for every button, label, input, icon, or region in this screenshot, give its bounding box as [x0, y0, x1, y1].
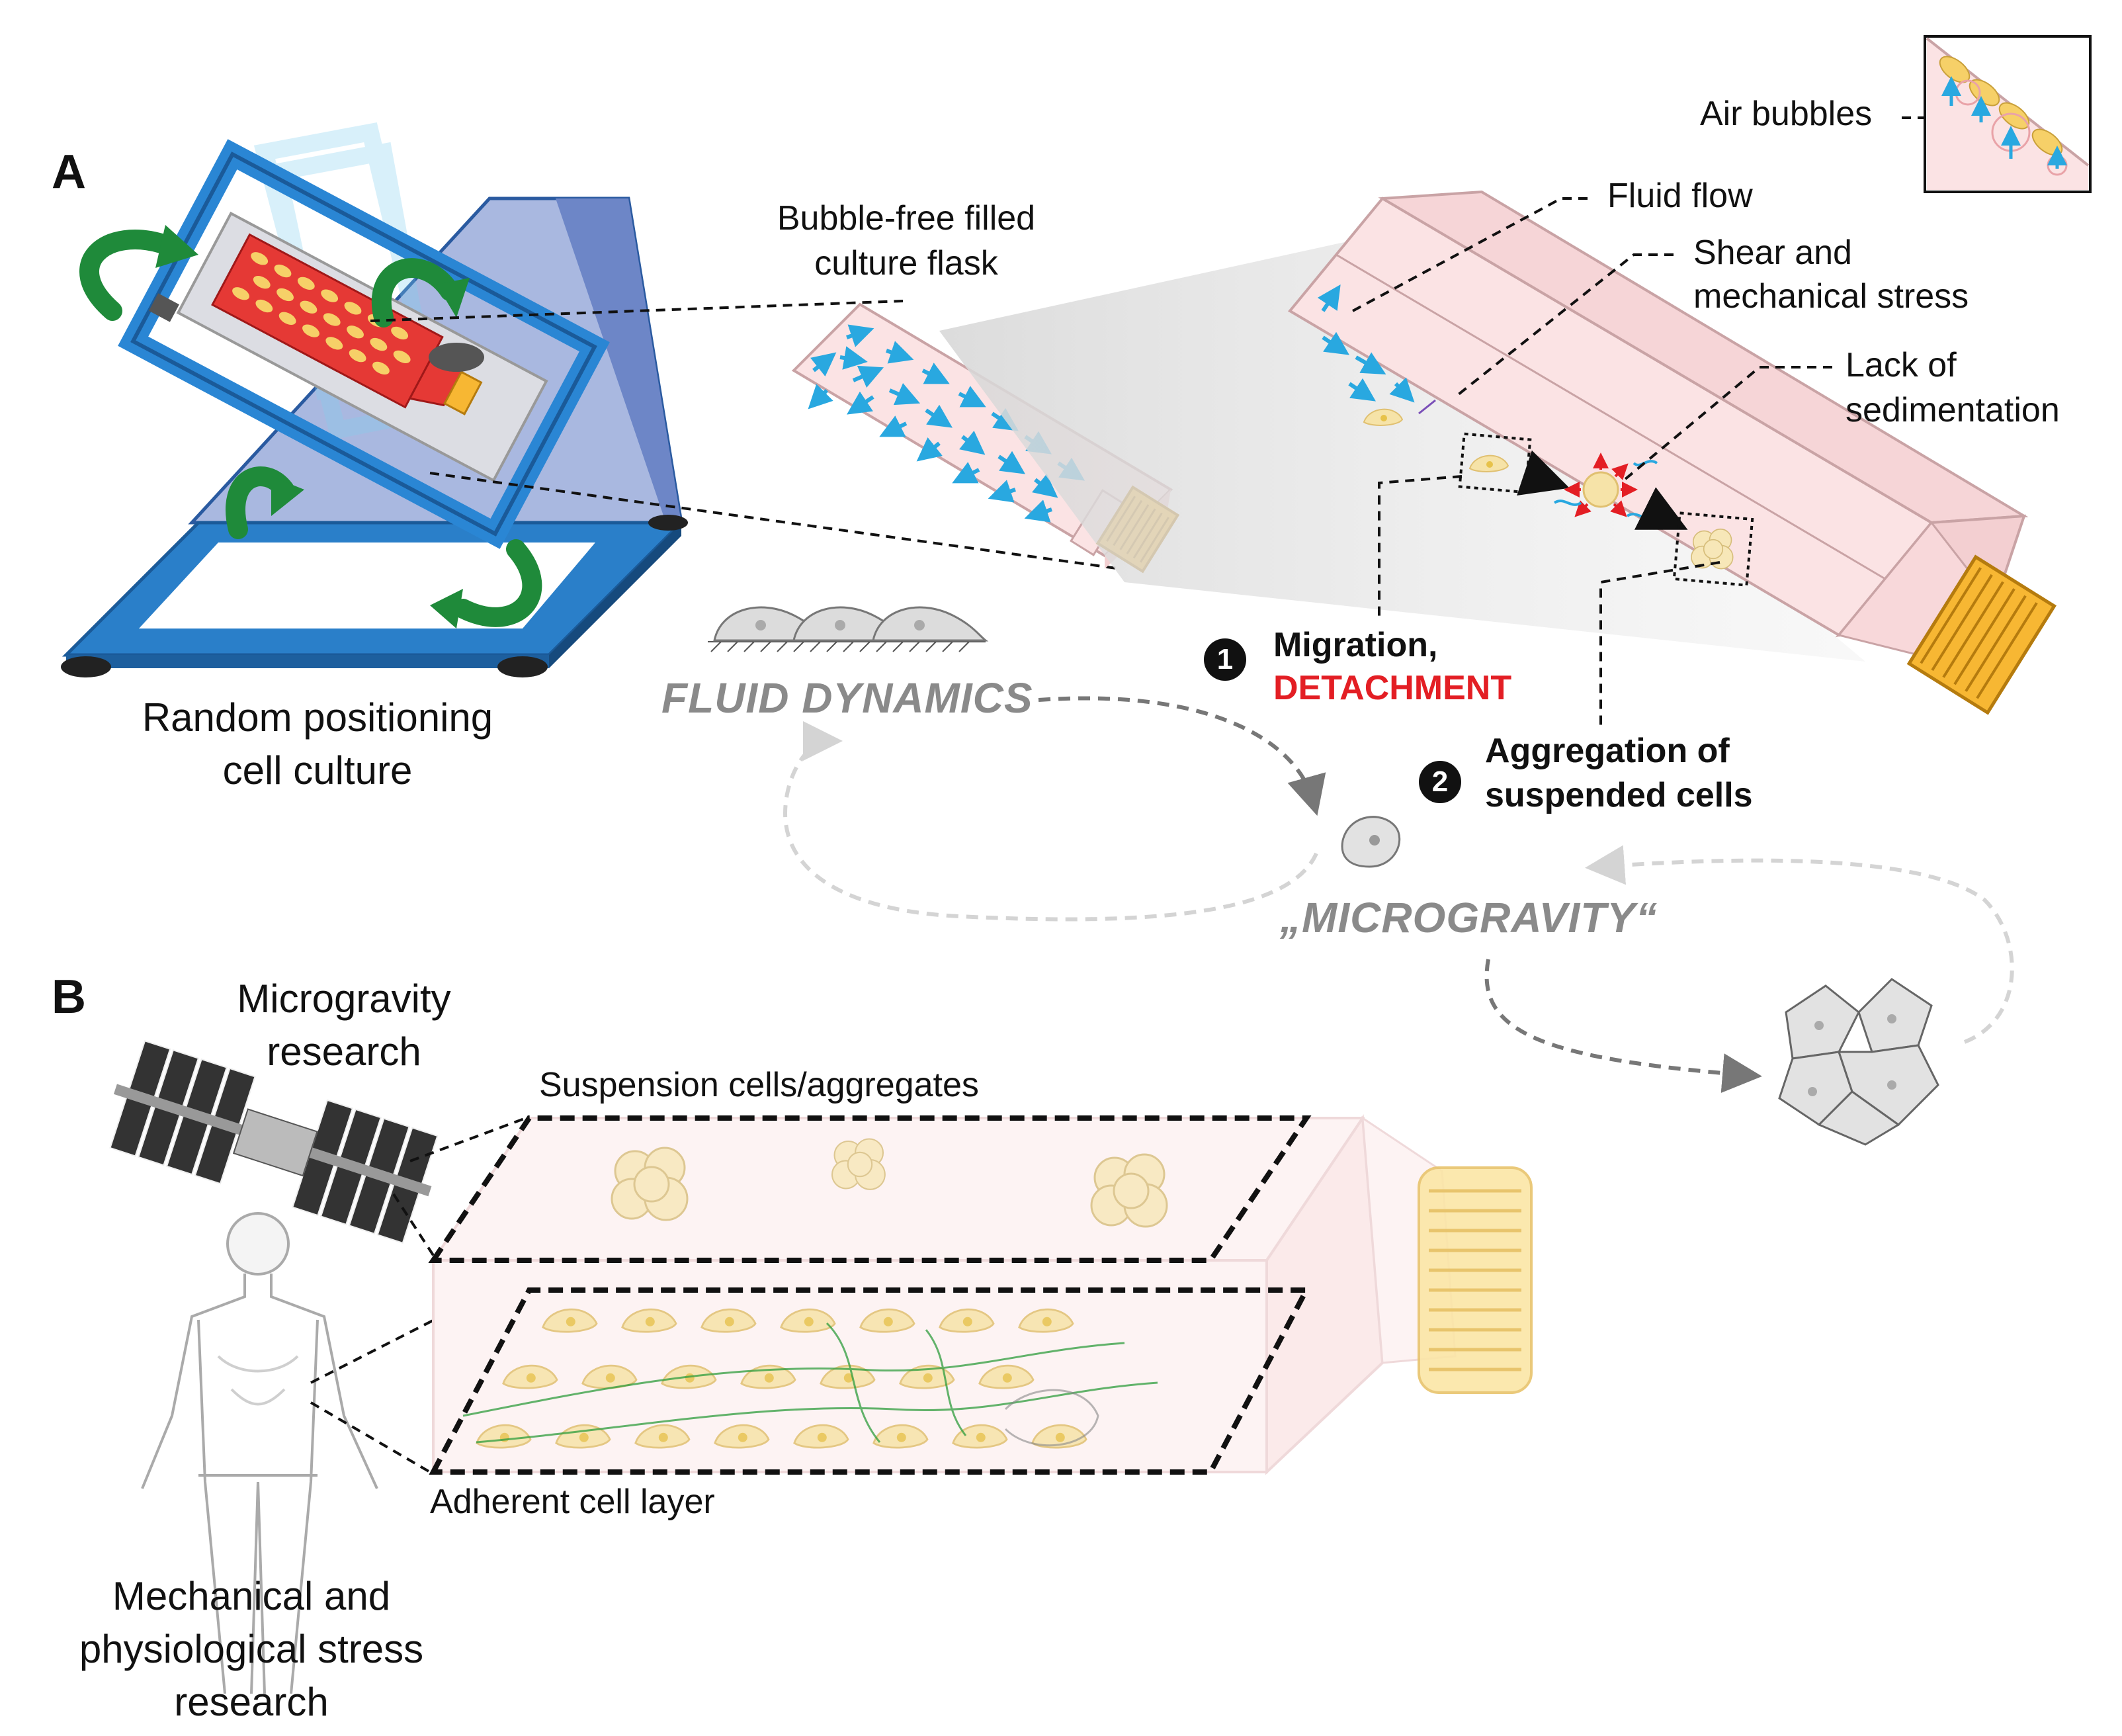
lack-label-line1: Lack of	[1846, 346, 1957, 384]
fluid-flow-label: Fluid flow	[1607, 177, 1753, 215]
human-body-icon	[141, 1212, 378, 1694]
step-2-label-line2: suspended cells	[1485, 776, 1753, 814]
adherent-cells-icon	[708, 606, 989, 652]
step-2-badge: 2	[1419, 761, 1461, 803]
microgravity-research-line1: Microgravity	[237, 976, 451, 1021]
cell-aggregate-icon	[1778, 978, 1939, 1146]
bubble-free-label-line2: culture flask	[814, 244, 998, 282]
random-positioning-machine	[61, 122, 688, 677]
fluid-dynamics-label: FLUID DYNAMICS	[661, 674, 1033, 722]
step-1-label-line1: Migration,	[1273, 626, 1438, 664]
single-cell-icon	[1341, 816, 1401, 868]
panel-label-b: B	[52, 971, 86, 1023]
step-2-label-line1: Aggregation of	[1485, 732, 1730, 770]
panel-label-a: A	[52, 146, 86, 198]
microgravity-label: „MICROGRAVITY“	[1280, 894, 1658, 941]
rpm-label-line1: Random positioning	[142, 695, 493, 740]
adherent-layer-label: Adherent cell layer	[430, 1483, 715, 1521]
rpm-label-line2: cell culture	[222, 748, 413, 793]
shear-label-line2: mechanical stress	[1693, 277, 1969, 316]
step-1-badge: 1	[1204, 638, 1246, 681]
stress-research-line1: Mechanical and	[112, 1574, 391, 1618]
bubble-free-label-line1: Bubble-free filled	[777, 199, 1036, 238]
stress-research-line2: physiological stress	[79, 1627, 424, 1671]
suspension-cells-label: Suspension cells/aggregates	[539, 1066, 979, 1104]
microgravity-research-line2: research	[267, 1029, 421, 1074]
iss-icon	[109, 1040, 439, 1244]
big-flask	[428, 1114, 1533, 1475]
lack-label-line2: sedimentation	[1846, 391, 2060, 429]
large-flask	[1287, 190, 2057, 715]
stress-research-line3: research	[174, 1680, 329, 1724]
step-1-label-line2: DETACHMENT	[1273, 669, 1512, 707]
air-bubbles-inset	[1924, 35, 2092, 193]
shear-label-line1: Shear and	[1693, 234, 1852, 272]
air-bubbles-label: Air bubbles	[1700, 95, 1873, 133]
